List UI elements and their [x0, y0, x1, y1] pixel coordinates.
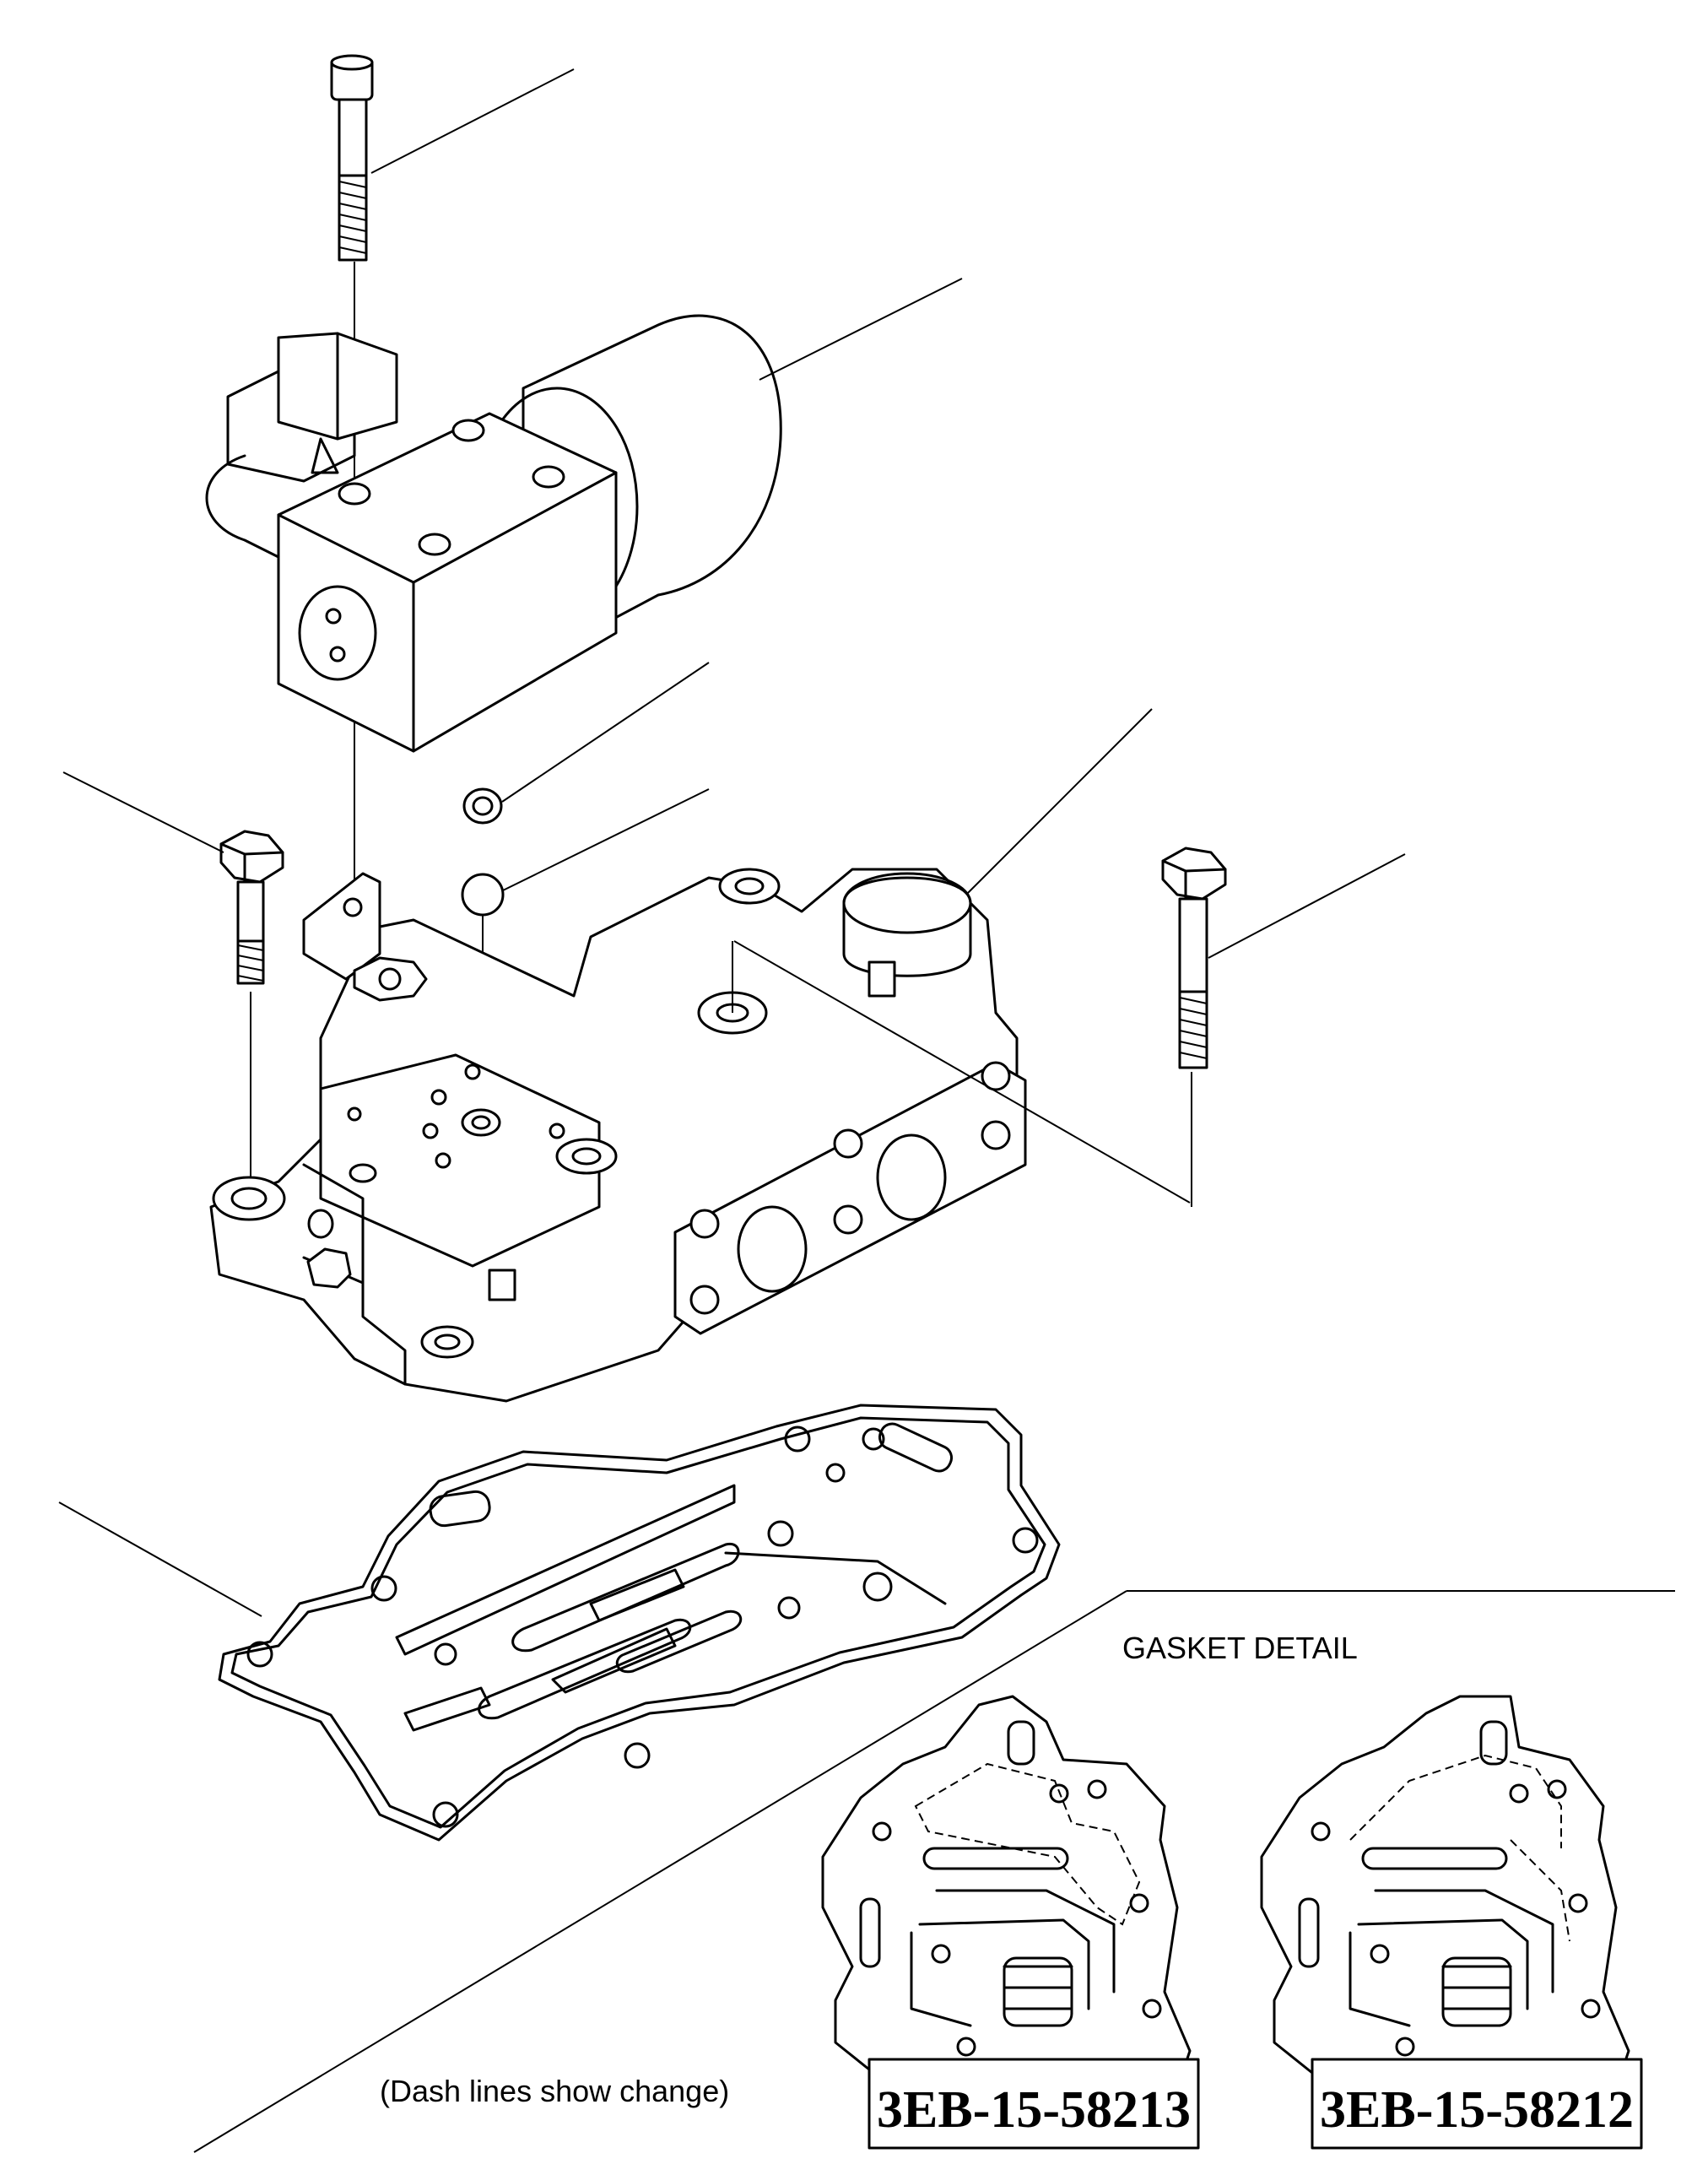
- leader-line-check-ball: [502, 788, 710, 891]
- part-label-box-right: [1311, 2058, 1643, 2150]
- o-ring[interactable]: [462, 787, 503, 825]
- leader-line-bolt-left: [62, 771, 224, 853]
- gasket-detail-right: [1260, 1695, 1630, 2078]
- leader-line-gasket: [58, 1501, 262, 1617]
- leader-line-o-ring: [501, 662, 710, 803]
- valve-body[interactable]: [209, 868, 1027, 1403]
- detail-divider-diagonal: [193, 1590, 1127, 2153]
- hex-bolt-right[interactable]: [1161, 847, 1227, 1069]
- leader-line-bolt-right: [1208, 853, 1406, 959]
- gasket-detail-left: [821, 1695, 1192, 2078]
- part-number-left: 3EB-15-58213: [877, 2081, 1191, 2139]
- centerline-valve-body: [733, 940, 1191, 1204]
- leader-line-solenoid: [759, 278, 963, 381]
- detail-title: GASKET DETAIL: [1122, 1631, 1358, 1665]
- separator-gasket[interactable]: [218, 1404, 1061, 1842]
- part-label-box-left: [868, 2058, 1200, 2150]
- leader-line-bolt-top: [370, 68, 575, 174]
- hex-bolt-left[interactable]: [219, 830, 284, 985]
- change-note: (Dash lines show change): [380, 2074, 729, 2108]
- leader-line-valve-body: [965, 708, 1153, 895]
- part-number-right: 3EB-15-58212: [1320, 2081, 1634, 2139]
- check-ball[interactable]: [461, 873, 505, 917]
- socket-head-bolt[interactable]: [330, 54, 374, 262]
- solenoid-valve[interactable]: [205, 314, 782, 753]
